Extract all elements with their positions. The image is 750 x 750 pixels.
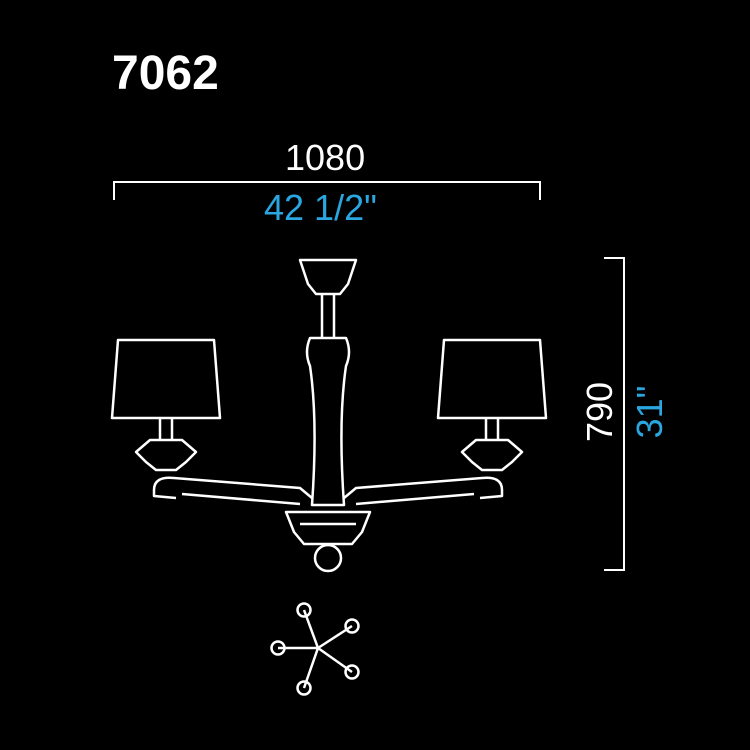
chandelier-front-view-icon: [110, 258, 548, 573]
height-inches-label: 31": [629, 385, 670, 439]
width-inches-label: 42 1/2": [264, 187, 377, 228]
height-dimension-line: [604, 257, 625, 571]
five-arm-top-view-icon: [270, 602, 360, 696]
height-mm-label: 790: [579, 381, 620, 443]
width-dimension-line: [113, 181, 541, 200]
width-mm-label: 1080: [285, 137, 366, 178]
model-number: 7062: [112, 47, 219, 100]
